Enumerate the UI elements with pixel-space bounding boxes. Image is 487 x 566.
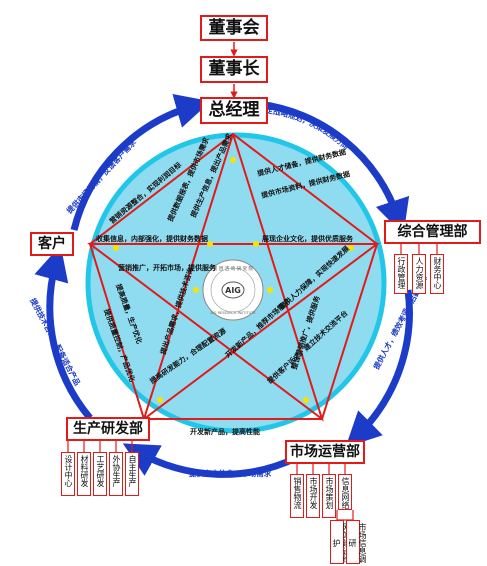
admin-sub-1: 人力资源 bbox=[412, 254, 426, 294]
board-box: 董事会 bbox=[200, 15, 268, 41]
rnd-sub-2: 工艺研发 bbox=[93, 452, 107, 496]
chairman-box: 董事长 bbox=[200, 56, 268, 83]
admin-box: 综合管理部 bbox=[384, 220, 481, 244]
arc-rnd-customer bbox=[34, 245, 93, 421]
star bbox=[87, 133, 380, 422]
arc-label-bottom: 提供客户信息、市场需求 bbox=[189, 468, 272, 478]
arc-label-left: 提供技术咨询，配备适合产品 bbox=[28, 296, 83, 387]
logo-en: AIG RESEARCH INSTITUTE bbox=[210, 311, 255, 315]
pentagon bbox=[88, 132, 379, 420]
inner-label-4: 收集信息，内部强化，提供财务数据 bbox=[96, 234, 208, 243]
aig-logo: AIG 爱 因 咨 询 研 究 院 AIG RESEARCH INSTITUTE bbox=[202, 259, 264, 321]
admin-connectors bbox=[400, 244, 438, 254]
rnd-sub-1: 材料研发 bbox=[77, 452, 91, 496]
market-subsub-1: 市场信息调研 bbox=[346, 520, 367, 564]
logo-abbr: AIG bbox=[225, 286, 241, 295]
arc-customer-gm bbox=[70, 93, 211, 231]
market-sub-0: 销售物流 bbox=[290, 474, 304, 518]
market-box: 市场运营部 bbox=[285, 440, 365, 464]
arc-admin-market bbox=[345, 289, 413, 448]
admin-sub-0: 行政管理 bbox=[394, 254, 408, 294]
customer-box: 客户 bbox=[30, 232, 74, 256]
rnd-sub-3: 外协生产 bbox=[109, 452, 123, 496]
market-sub-1: 市场开发 bbox=[306, 474, 320, 518]
market-sub-2: 市场策划 bbox=[322, 474, 336, 518]
arc-gm-admin bbox=[257, 100, 410, 235]
arc-market-rnd bbox=[122, 443, 298, 478]
inner-label-12: 开发新产品，提高性能 bbox=[190, 427, 260, 436]
inner-label-3: 展现企业文化，提供优质服务 bbox=[261, 234, 354, 243]
logo-cn: 爱 因 咨 询 研 究 院 bbox=[213, 265, 254, 272]
rnd-sub-4: 自主生产 bbox=[125, 452, 139, 496]
rnd-sub-0: 设计中心 bbox=[61, 452, 75, 496]
rnd-box: 生产研发部 bbox=[66, 417, 150, 441]
inner-label-7: 营销推广，开拓市场，提供服务 bbox=[118, 263, 217, 272]
gm-box: 总经理 bbox=[200, 97, 268, 124]
rnd-connectors bbox=[67, 440, 133, 452]
admin-sub-2: 财务中心 bbox=[430, 254, 444, 294]
market-subsub-0: 网站建设维护 bbox=[330, 520, 351, 564]
market-sub-3: 信息网络 bbox=[338, 474, 352, 510]
